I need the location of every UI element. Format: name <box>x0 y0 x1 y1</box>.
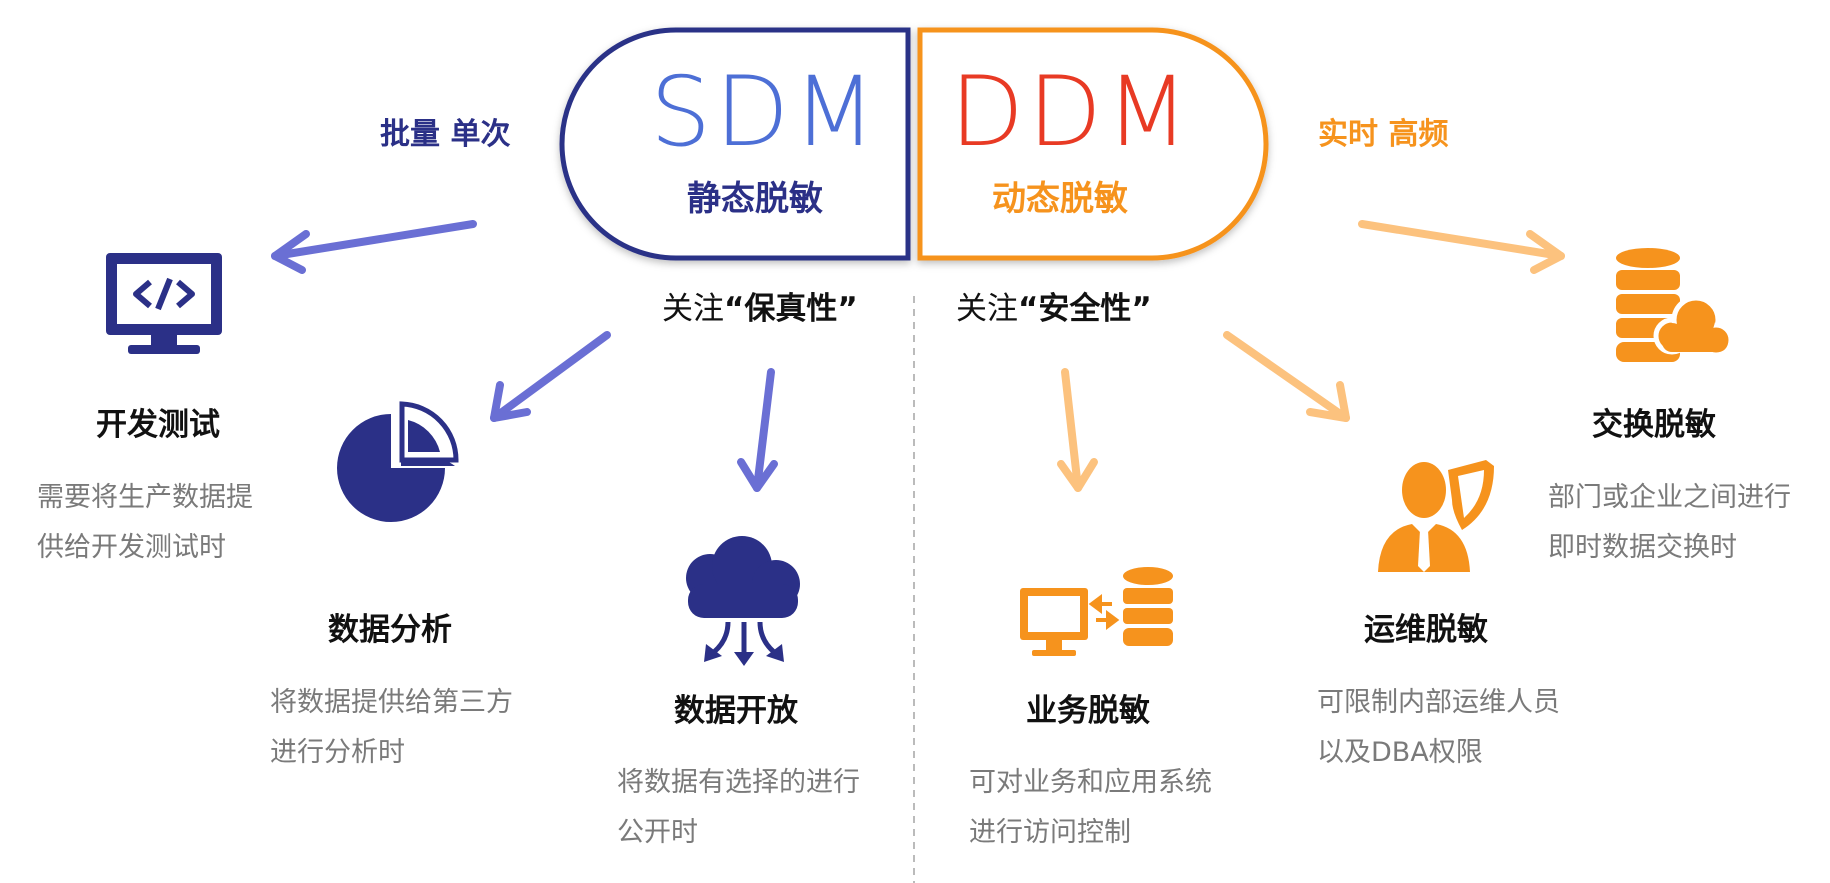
sdm-arrows <box>271 220 778 492</box>
sdm-capsule <box>559 27 911 261</box>
ddm-focus-prefix: 关注 <box>956 291 1018 327</box>
arrow-to-dev-test <box>271 220 477 274</box>
desc-line: 进行访问控制 <box>969 817 1131 848</box>
sdm-focus-keyword: “保真性” <box>724 291 858 327</box>
ddm-focus-keyword: “安全性” <box>1018 291 1152 327</box>
scenario-title-business: 业务脱敏 <box>1026 693 1150 729</box>
scenario-desc-ops: 可限制内部运维人员 以及DBA权限 <box>1317 678 1560 778</box>
ddm-title: 动态脱敏 <box>992 179 1128 219</box>
scenario-title-ops: 运维脱敏 <box>1364 612 1488 648</box>
scenario-title-exchange: 交换脱敏 <box>1592 407 1716 443</box>
desc-line: 公开时 <box>617 817 698 848</box>
desc-line: 将数据提供给第三方 <box>270 687 513 718</box>
arrow-to-exchange <box>1358 220 1565 274</box>
database-cloud-icon <box>1616 248 1734 362</box>
scenario-desc-business: 可对业务和应用系统 进行访问控制 <box>969 758 1212 858</box>
desc-line: 以及DBA权限 <box>1317 737 1483 768</box>
desc-line: 供给开发测试时 <box>37 532 226 563</box>
desc-line: 部门或企业之间进行 <box>1548 482 1791 513</box>
scenario-desc-open-data: 将数据有选择的进行 公开时 <box>617 758 860 858</box>
arrow-to-open-data <box>737 368 778 492</box>
desc-line: 将数据有选择的进行 <box>617 767 860 798</box>
sdm-mode-label: 批量 单次 <box>380 117 511 152</box>
desc-line: 可限制内部运维人员 <box>1317 687 1560 718</box>
scenario-title-dev-test: 开发测试 <box>96 407 220 443</box>
arrow-to-business <box>1057 368 1098 492</box>
arrow-to-ops <box>1223 331 1350 422</box>
code-monitor-icon <box>106 253 222 354</box>
pie-chart-icon <box>337 401 459 522</box>
ddm-mode-label: 实时 高频 <box>1318 117 1449 152</box>
arrow-to-analysis <box>490 331 611 422</box>
ddm-focus: 关注“安全性” <box>956 294 1152 325</box>
sdm-title: 静态脱敏 <box>687 179 823 219</box>
scenario-desc-dev-test: 需要将生产数据提 供给开发测试时 <box>37 473 253 573</box>
scenario-desc-exchange: 部门或企业之间进行 即时数据交换时 <box>1548 473 1791 573</box>
computer-database-icon <box>1020 567 1173 656</box>
sdm-focus-prefix: 关注 <box>662 291 724 327</box>
sdm-acronym: SDM <box>650 56 880 168</box>
desc-line: 即时数据交换时 <box>1548 532 1737 563</box>
ddm-acronym: DDM <box>950 56 1193 168</box>
ddm-arrows <box>1057 220 1565 492</box>
ddm-capsule <box>917 27 1269 261</box>
desc-line: 可对业务和应用系统 <box>969 767 1212 798</box>
scenario-title-analysis: 数据分析 <box>328 612 452 648</box>
desc-line: 需要将生产数据提 <box>37 482 253 513</box>
cloud-download-icon <box>686 536 800 666</box>
admin-shield-icon <box>1378 460 1494 572</box>
sdm-focus: 关注“保真性” <box>662 294 858 325</box>
scenario-desc-analysis: 将数据提供给第三方 进行分析时 <box>270 678 513 778</box>
scenario-title-open-data: 数据开放 <box>674 693 798 729</box>
desc-line: 进行分析时 <box>270 737 405 768</box>
